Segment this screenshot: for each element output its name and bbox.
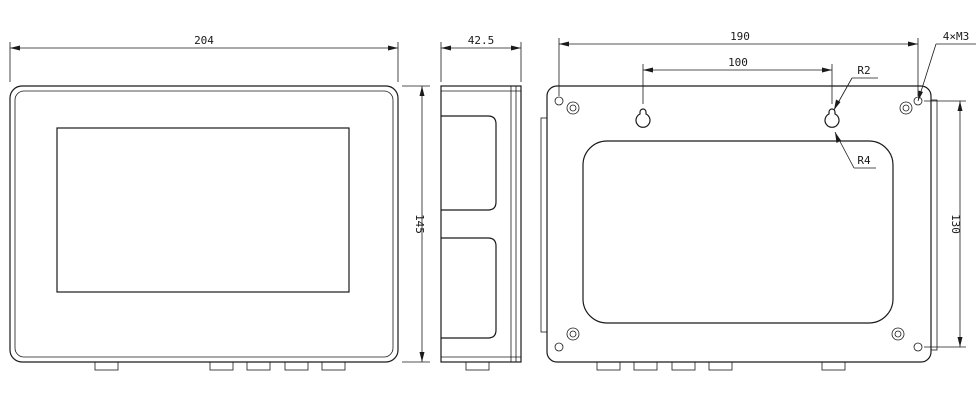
front-width-dimension: 204 [9,34,399,82]
rear-recess-panel [582,140,894,324]
m3-hole-top-left [554,96,564,106]
rear-connector-1 [596,361,621,371]
front-connector-1 [94,361,119,371]
mounting-hole-bottom-left [566,327,580,341]
m3-callout-label: 4×M3 [943,30,970,43]
rear-connector-4 [708,361,733,371]
side-cutout-lower [441,237,497,339]
m3-hole-bottom-left [554,342,564,352]
front-connector-5 [321,361,346,371]
keyhole-spacing-label: 100 [728,56,748,69]
rear-connector-5 [821,361,846,371]
side-housing [440,85,522,363]
r2-callout: R2 [833,64,878,111]
front-connector-2 [209,361,234,371]
front-housing-outer [9,85,399,363]
keyhole-right [824,108,840,128]
side-cutout-upper [441,115,497,211]
m3-hole-callout: 4×M3 [917,30,976,102]
rear-right-rail [930,99,938,351]
r2-callout-label: R2 [857,64,870,77]
mounting-hole-top-left [566,101,580,115]
front-bezel-inner [14,90,394,358]
keyhole-left [635,108,651,128]
m3-hole-top-right [913,96,923,106]
side-connector [465,361,490,371]
side-view: 42.5 [440,34,522,371]
rear-connector-3 [671,361,696,371]
front-connector-3 [246,361,271,371]
front-view: 204 145 [9,34,430,371]
rear-hole-spacing-label: 190 [730,30,750,43]
rear-housing [546,85,932,363]
r4-callout-label: R4 [857,154,871,167]
rear-view: 190 100 130 4×M3 [540,30,976,371]
front-height-dimension: 145 [402,85,430,363]
mounting-hole-bottom-right [891,327,905,341]
display-screen [56,127,350,293]
m3-hole-bottom-right [913,342,923,352]
side-depth-dimension: 42.5 [440,34,522,82]
rear-connector-2 [633,361,658,371]
front-height-label: 145 [413,214,426,234]
rear-hole-spacing-dimension: 190 [558,30,919,96]
rear-height-label: 130 [949,214,962,234]
rear-height-dimension: 130 [924,100,966,348]
keyhole-spacing-dimension: 100 [642,56,833,104]
side-depth-label: 42.5 [468,34,495,47]
front-connector-4 [284,361,309,371]
rear-left-rail [540,117,548,333]
r4-callout: R4 [834,131,876,169]
front-width-label: 204 [194,34,214,47]
mounting-hole-top-right [899,101,913,115]
